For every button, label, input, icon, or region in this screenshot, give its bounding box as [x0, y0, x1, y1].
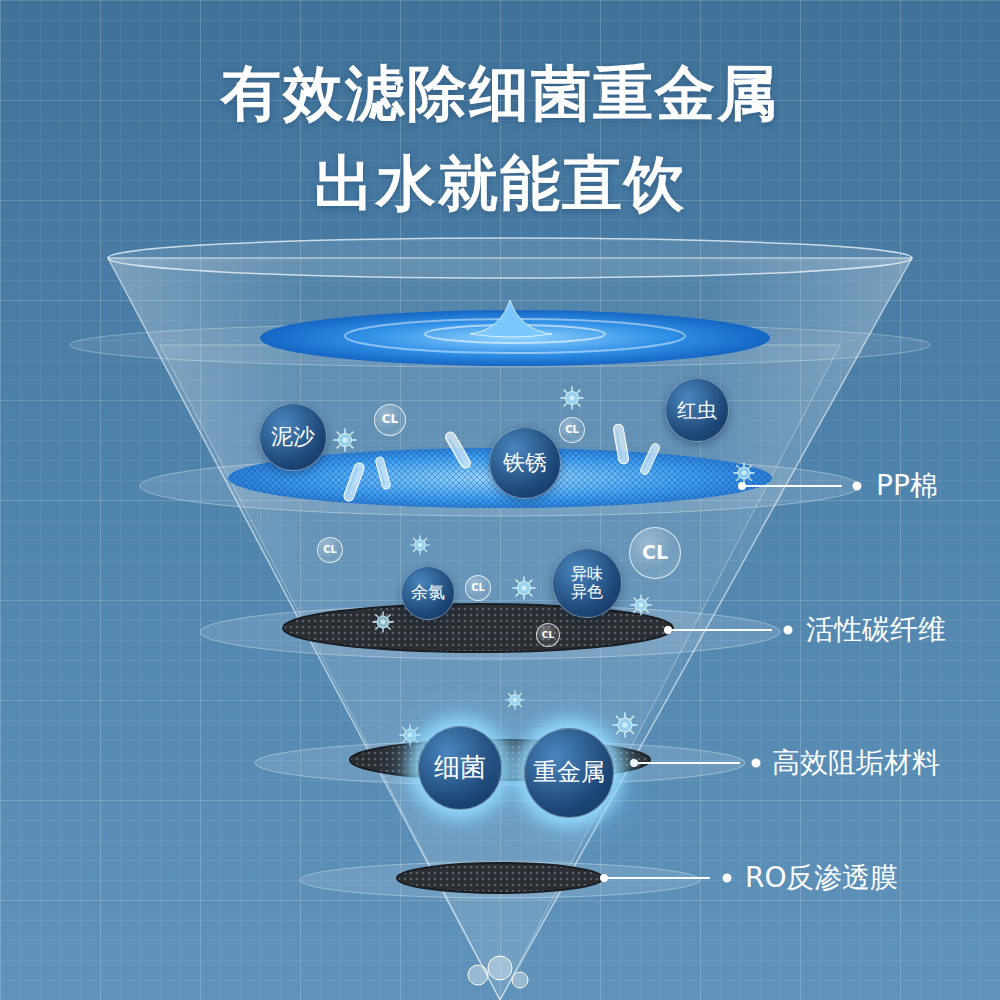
bacteria-icon — [375, 456, 391, 490]
contaminant-circle: 重金属 — [524, 728, 614, 818]
title: 有效滤除细菌重金属 出水就能直饮 — [200, 48, 800, 228]
virus-icon — [506, 691, 524, 709]
virus-icon — [561, 387, 583, 409]
layer-halo — [300, 862, 700, 898]
virus-icon — [734, 463, 754, 483]
node-text: 细菌 — [434, 753, 486, 783]
layer-halo — [200, 605, 780, 659]
bacteria-icon — [639, 442, 661, 476]
leader-line — [742, 485, 842, 487]
contaminant-circle: 红虫 — [665, 378, 729, 442]
funnel-rim — [108, 238, 912, 278]
layer-label: RO反渗透膜 — [745, 861, 899, 895]
node-text: 铁锈 — [503, 450, 547, 475]
bubble — [512, 972, 528, 988]
node-text: 异味 异色 — [561, 565, 613, 602]
virus-icon — [400, 725, 420, 745]
chlorine-bubble: CL — [317, 537, 343, 563]
virus-icon — [411, 536, 429, 554]
contaminant-circle: 余氯 — [401, 566, 455, 620]
chlorine-bubble: CL — [629, 527, 681, 579]
bacteria-icon — [613, 423, 630, 464]
layer-label: 活性碳纤维 — [806, 613, 946, 647]
node-text: 重金属 — [533, 759, 605, 787]
layer-label: 高效阻垢材料 — [772, 746, 940, 780]
bacteria-icon — [444, 430, 473, 470]
virus-icon — [631, 595, 651, 615]
leader-dot — [785, 627, 792, 634]
node-text: CL — [642, 542, 668, 564]
node-text: CL — [542, 630, 554, 640]
chlorine-bubble: CL — [374, 404, 406, 436]
bubble — [468, 965, 488, 985]
node-text: 红虫 — [677, 399, 717, 422]
funnel-outer — [108, 258, 912, 1000]
chlorine-bubble: CL — [559, 417, 585, 443]
leader-dot — [724, 875, 731, 882]
chlorine-bubble: CL — [536, 623, 560, 647]
contaminant-circle: 泥沙 — [259, 403, 327, 471]
node-text: CL — [382, 413, 398, 427]
ro-disk — [397, 863, 603, 893]
contaminant-circle: 异味 异色 — [552, 548, 622, 618]
virus-icon — [334, 429, 356, 451]
water-drop — [470, 300, 552, 337]
bubble — [488, 956, 512, 980]
node-text: CL — [471, 582, 485, 594]
virus-icon — [613, 713, 637, 737]
leader-dot — [753, 760, 760, 767]
bacteria-icon — [342, 461, 365, 502]
funnel-inner — [160, 345, 840, 1000]
contaminant-circle: 铁锈 — [489, 427, 561, 499]
node-text: 泥沙 — [271, 424, 315, 449]
leader-dot — [854, 483, 861, 490]
node-text: CL — [323, 544, 337, 556]
contaminant-circle: 细菌 — [418, 726, 502, 810]
leader-line — [604, 877, 710, 879]
node-text: 余氯 — [411, 583, 445, 603]
leader-line — [668, 629, 772, 631]
node-text: CL — [565, 424, 579, 436]
virus-icon — [373, 612, 393, 632]
virus-icon — [513, 577, 535, 599]
leader-line — [634, 762, 740, 764]
chlorine-bubble: CL — [465, 575, 491, 601]
carbon-disk — [283, 604, 673, 652]
layer-label: PP棉 — [876, 469, 938, 503]
